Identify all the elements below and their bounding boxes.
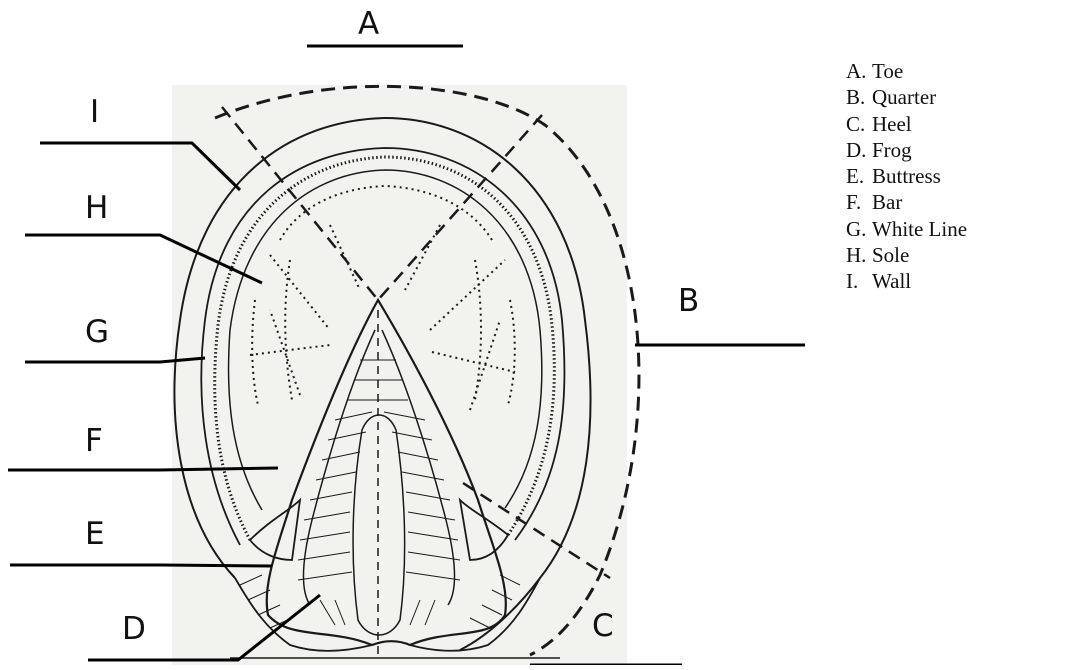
legend-key: A. — [846, 58, 872, 84]
callout-letter-h: H — [85, 190, 108, 226]
legend-label: Bar — [872, 190, 902, 214]
legend-item: G.White Line — [846, 216, 967, 242]
legend-key: E. — [846, 163, 872, 189]
legend-label: Buttress — [872, 164, 941, 188]
callout-letter-e: E — [85, 516, 105, 552]
legend-item: F.Bar — [846, 189, 967, 215]
callout-letter-i: I — [90, 94, 99, 130]
legend-item: B.Quarter — [846, 84, 967, 110]
legend-label: White Line — [872, 217, 967, 241]
callout-line-f — [8, 468, 278, 470]
callout-letter-g: G — [85, 314, 109, 350]
legend-list: A.Toe B.Quarter C.Heel D.Frog E.Buttress… — [846, 58, 967, 295]
legend-key: I. — [846, 268, 872, 294]
scan-background — [172, 85, 627, 665]
callout-letter-d: D — [122, 611, 146, 647]
legend-item: I.Wall — [846, 268, 967, 294]
legend-key: H. — [846, 242, 872, 268]
legend-label: Frog — [872, 138, 912, 162]
callout-letter-a: A — [358, 6, 379, 42]
legend-label: Wall — [872, 269, 911, 293]
callout-line-e — [10, 565, 272, 566]
legend-item: D.Frog — [846, 137, 967, 163]
callout-letter-f: F — [85, 423, 103, 459]
legend-key: D. — [846, 137, 872, 163]
legend-label: Sole — [872, 243, 909, 267]
legend-item: E.Buttress — [846, 163, 967, 189]
legend-label: Toe — [872, 59, 903, 83]
callout-letter-c: C — [592, 608, 614, 644]
legend-key: F. — [846, 189, 872, 215]
legend-key: C. — [846, 111, 872, 137]
legend-label: Heel — [872, 112, 912, 136]
legend-key: B. — [846, 84, 872, 110]
legend-key: G. — [846, 216, 872, 242]
callout-letter-b: B — [678, 283, 699, 319]
legend-item: C.Heel — [846, 111, 967, 137]
legend-item: A.Toe — [846, 58, 967, 84]
legend-item: H.Sole — [846, 242, 967, 268]
legend-label: Quarter — [872, 85, 936, 109]
